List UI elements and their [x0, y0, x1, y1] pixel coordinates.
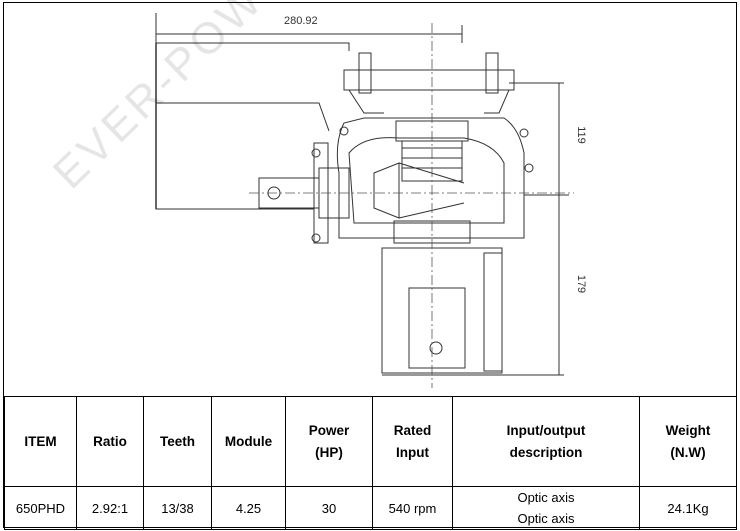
guard-inner	[156, 102, 330, 132]
bevel-pinion	[373, 162, 400, 219]
guard-top	[156, 42, 350, 51]
cell-ratio: 2.92:1	[76, 486, 144, 530]
output-key	[408, 287, 466, 369]
bracket-leg-right	[484, 89, 510, 114]
header-power: Power(HP)	[285, 396, 373, 487]
table-row: 650PHD 2.92:1 13/38 4.25 30 540 rpm Opti…	[4, 486, 737, 530]
housing-inner	[348, 137, 505, 224]
bracket-ear-left	[358, 52, 372, 94]
cell-module: 4.25	[211, 486, 286, 530]
guard-outer	[155, 43, 314, 210]
header-module: Module	[211, 396, 286, 487]
dimension-label-upper-right: 119	[574, 126, 587, 144]
housing-outline	[336, 117, 525, 239]
bevel-line-1	[398, 162, 465, 184]
gearbox-drawing-svg	[155, 13, 574, 388]
cell-teeth: 13/38	[143, 486, 212, 530]
cell-power: 30	[285, 486, 373, 530]
output-pin	[429, 341, 443, 355]
bolt-3	[519, 128, 529, 138]
top-bracket	[343, 69, 515, 91]
bracket-leg-left	[348, 89, 384, 114]
dimension-label-lower-right: 179	[575, 274, 588, 294]
bevel-line-2	[398, 202, 465, 219]
technical-drawing: 280.92 119 179	[4, 3, 736, 396]
header-ratio: Ratio	[76, 396, 144, 487]
bolt-1	[311, 148, 321, 158]
bolt-5	[339, 126, 349, 136]
header-teeth: Teeth	[143, 396, 212, 487]
spec-sheet-frame: 280.92 119 179 EVER-POWER GROUP CO. ITEM…	[3, 0, 737, 530]
bracket-ear-right	[485, 52, 499, 94]
header-item: ITEM	[4, 396, 77, 487]
cell-weight: 24.1Kg	[639, 486, 737, 530]
bolt-2	[311, 233, 321, 243]
dimension-label-top: 280.92	[284, 15, 318, 27]
cell-item: 650PHD	[4, 486, 77, 530]
bolt-4	[524, 163, 534, 173]
cell-rated-input: 540 rpm	[372, 486, 453, 530]
header-weight: Weight(N.W)	[639, 396, 737, 487]
output-side-plate	[483, 252, 503, 372]
